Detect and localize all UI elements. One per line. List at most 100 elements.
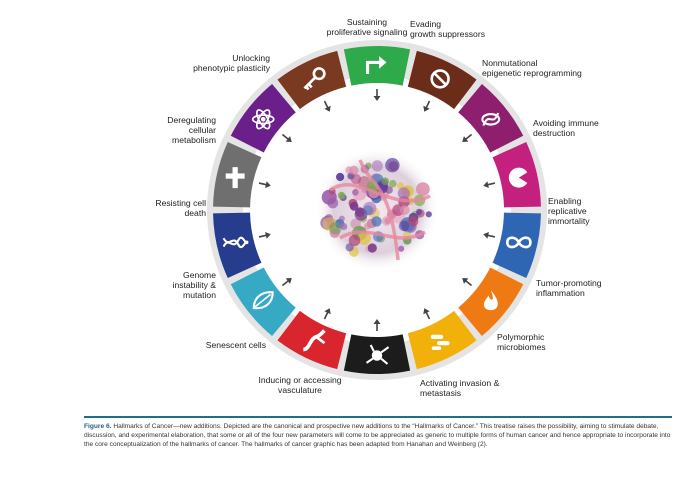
inward-arrow bbox=[483, 231, 496, 239]
label-line: Tumor-promoting bbox=[536, 278, 602, 288]
label-line: proliferative signaling bbox=[326, 27, 408, 37]
tumor-cell bbox=[381, 177, 390, 186]
chromatin-icon bbox=[481, 112, 501, 126]
tumor-cell bbox=[425, 211, 432, 218]
inward-arrow bbox=[423, 308, 431, 320]
tumor-cell bbox=[367, 243, 377, 253]
tumor-cell bbox=[385, 158, 400, 173]
tumor-cell bbox=[349, 165, 359, 175]
pacman-icon bbox=[508, 167, 528, 188]
bacteria-icon bbox=[430, 334, 450, 351]
label-line: Sustaining bbox=[346, 17, 388, 27]
tumor-cell bbox=[348, 234, 361, 247]
inward-arrow bbox=[281, 277, 292, 287]
tumor-cell bbox=[357, 231, 371, 246]
tumor-cell bbox=[349, 201, 359, 211]
inward-arrow bbox=[373, 319, 381, 331]
label-line: growth suppressors bbox=[410, 29, 485, 39]
tumor-cell bbox=[340, 223, 348, 230]
tumor-cell bbox=[389, 179, 397, 188]
label-line: replicative bbox=[548, 206, 587, 216]
label-senescent-cells: Senescent cells bbox=[180, 340, 266, 350]
tumor-cluster bbox=[315, 148, 439, 272]
label-line: Avoiding immune bbox=[533, 118, 599, 128]
prohibition-icon bbox=[430, 69, 450, 89]
caption-text: Hallmarks of Cancer—new additions. Depic… bbox=[84, 423, 671, 448]
tumor-cell bbox=[371, 216, 382, 227]
tumor-cell bbox=[352, 189, 359, 196]
tumor-cell bbox=[329, 222, 342, 235]
inward-arrow bbox=[258, 181, 271, 189]
tumor-cell bbox=[364, 222, 371, 230]
spreading-cell-icon bbox=[365, 344, 390, 365]
inward-arrow bbox=[373, 89, 381, 101]
tumor-cell bbox=[363, 205, 374, 216]
inward-arrow bbox=[483, 181, 496, 189]
label-line: Senescent cells bbox=[205, 340, 266, 350]
tumor-cell bbox=[399, 205, 410, 215]
label-activating-invasion-and-metastasis: Activating invasion &metastasis bbox=[420, 378, 499, 398]
inward-arrow bbox=[258, 231, 271, 239]
atom-icon bbox=[251, 109, 275, 130]
label-line: instability & bbox=[172, 280, 216, 290]
figure-number: Figure 6. bbox=[84, 423, 112, 430]
label-line: inflammation bbox=[536, 288, 585, 298]
tumor-cell bbox=[338, 191, 346, 199]
flame-icon bbox=[483, 290, 498, 311]
tumor-cell bbox=[327, 197, 339, 209]
vessel-icon bbox=[302, 329, 326, 352]
label-line: Nonmutational bbox=[482, 58, 538, 68]
tumor-cell bbox=[416, 182, 430, 197]
tumor-cell bbox=[336, 172, 345, 182]
tumor-cell bbox=[415, 208, 423, 215]
label-line: Resisting cell bbox=[155, 198, 206, 208]
hallmarks-wheel-diagram bbox=[207, 40, 547, 380]
label-line: mutation bbox=[183, 290, 216, 300]
label-line: epigenetic reprogramming bbox=[482, 68, 582, 78]
inward-arrow bbox=[323, 100, 331, 112]
label-line: Inducing or accessing bbox=[258, 375, 342, 385]
label-line: death bbox=[184, 208, 206, 218]
caption-rule bbox=[84, 416, 672, 418]
label-line: metabolism bbox=[172, 135, 216, 145]
tumor-cell bbox=[397, 187, 410, 200]
cross-icon bbox=[225, 167, 245, 189]
label-line: immortality bbox=[548, 216, 590, 226]
inward-arrow bbox=[423, 100, 431, 112]
tumor-vessel bbox=[358, 159, 400, 261]
segment-sustaining-proliferative-signaling bbox=[343, 46, 411, 86]
label-line: phenotypic plasticity bbox=[193, 63, 270, 73]
label-line: destruction bbox=[533, 128, 576, 138]
tumor-cell bbox=[397, 182, 404, 190]
dna-icon bbox=[222, 236, 249, 249]
tumor-vessel bbox=[339, 230, 426, 240]
tumor-cell bbox=[371, 160, 383, 172]
label-line: Deregulating bbox=[167, 115, 216, 125]
label-line: microbiomes bbox=[497, 342, 546, 352]
tumor-cell bbox=[384, 217, 391, 224]
label-line: Enabling bbox=[548, 196, 582, 206]
segment-senescent-cells bbox=[230, 267, 296, 337]
label-line: cellular bbox=[188, 125, 216, 135]
label-line: Unlocking bbox=[232, 53, 270, 63]
key-icon bbox=[303, 67, 326, 91]
arrow-icon bbox=[365, 56, 387, 74]
inward-arrow bbox=[281, 133, 292, 143]
tumor-cell bbox=[338, 215, 345, 222]
leaf-icon bbox=[252, 291, 274, 310]
inward-arrow bbox=[462, 133, 473, 143]
inward-arrow bbox=[462, 277, 473, 287]
inward-arrow bbox=[323, 308, 331, 320]
